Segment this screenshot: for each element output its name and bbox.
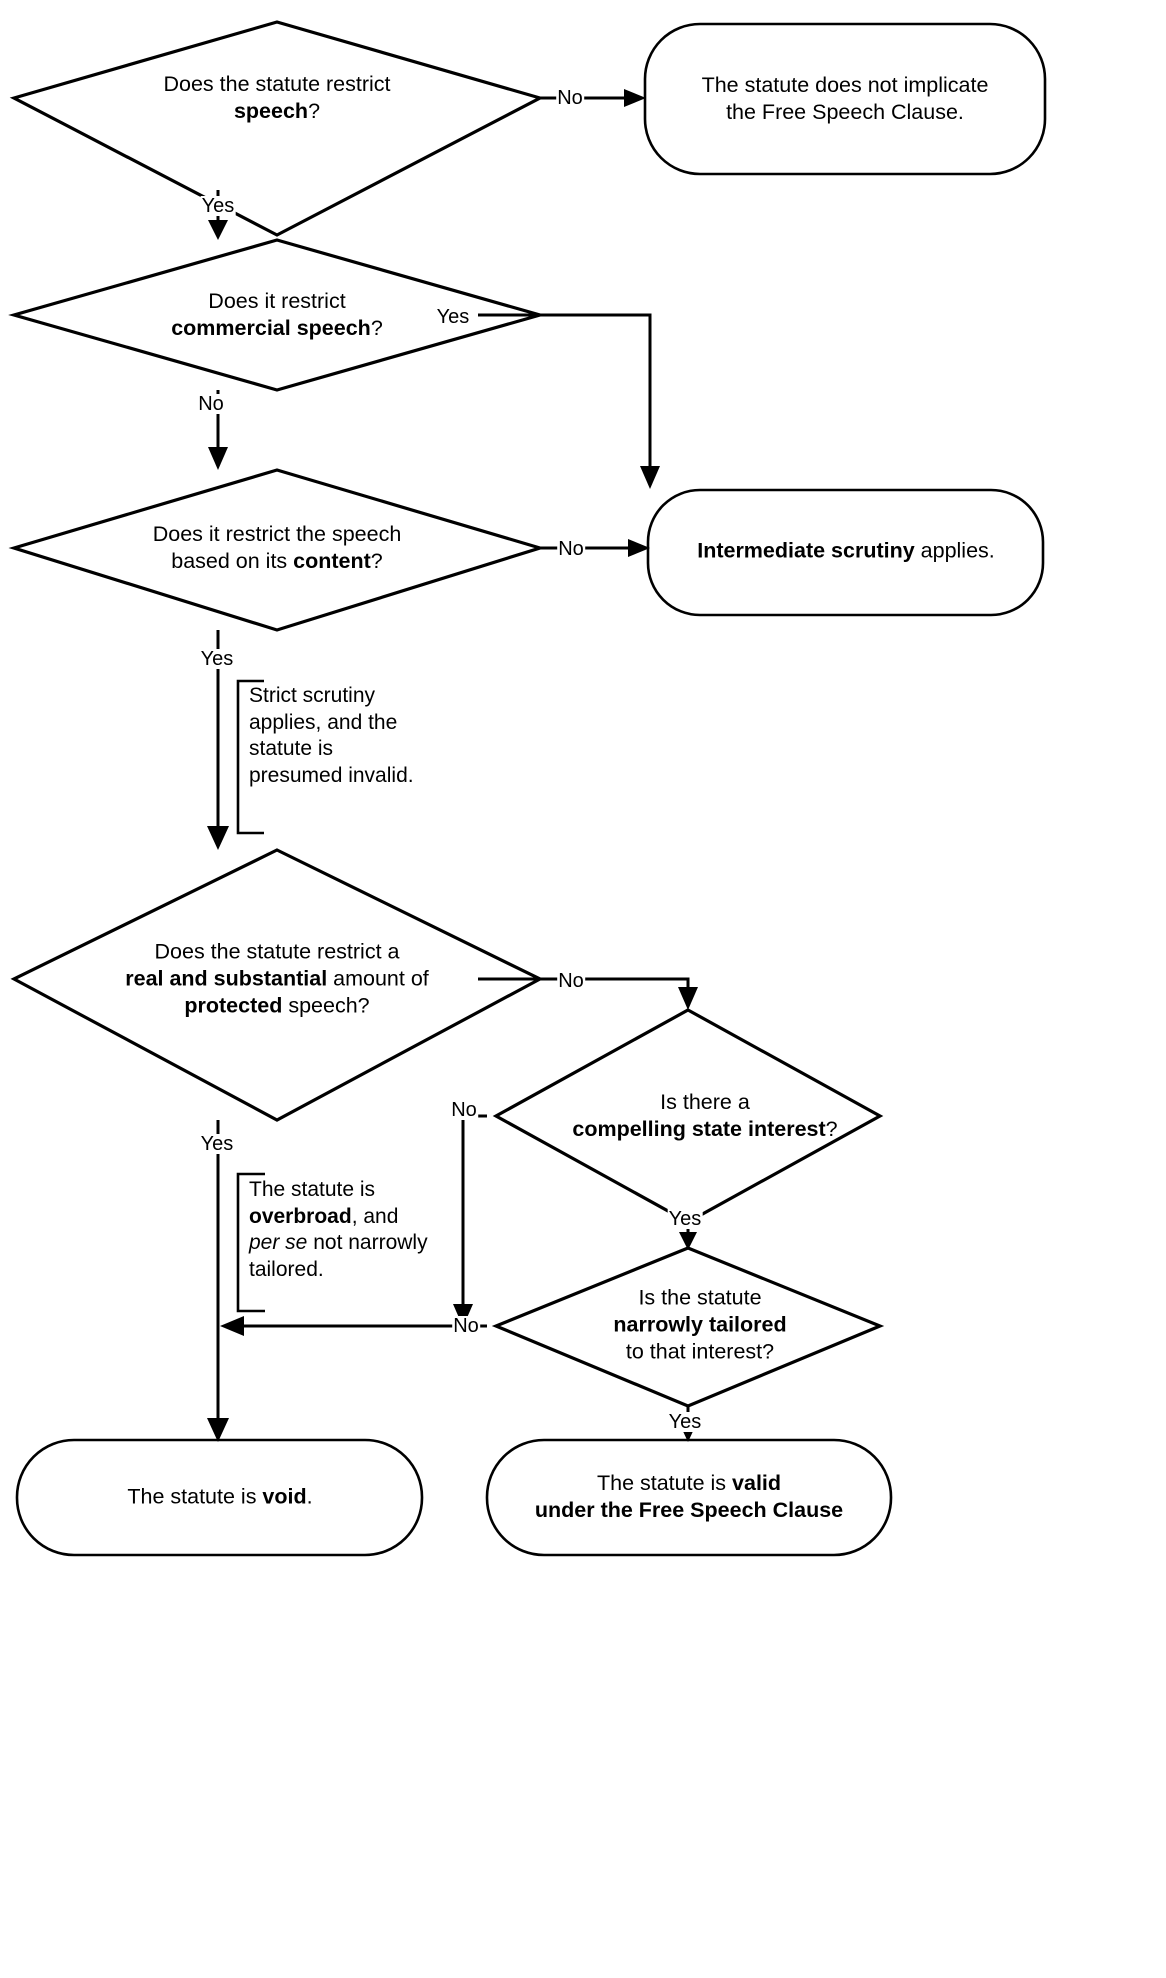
decision-label-compelling: Is there a compelling state interest? (572, 1090, 838, 1141)
content-keyword: content (293, 549, 371, 573)
edge-label-compelling-no: No (450, 1099, 478, 1121)
arrowhead-speech-no (624, 89, 646, 107)
terminal-label-intermediate: Intermediate scrutiny applies. (697, 538, 995, 563)
edge-label-speech-no: No (556, 87, 584, 109)
arrowhead-commercial-yes (640, 466, 660, 489)
terminal-shape-no-implicate (643, 22, 1047, 176)
terminal-shape-void (15, 1438, 424, 1557)
arrowhead-void (207, 1418, 229, 1442)
terminal-label-void: The statute is void. (127, 1484, 313, 1509)
intermediate-scrutiny-keyword: Intermediate scrutiny (697, 538, 915, 563)
bracket-overbroad (236, 1172, 265, 1313)
real-substantial-keyword: real and substantial (125, 966, 328, 991)
edge-label-commercial-yes: Yes (435, 306, 471, 328)
arrowhead-content-yes (207, 826, 229, 850)
edge-label-compelling-yes: Yes (667, 1208, 703, 1230)
arrowhead-compelling-yes (679, 1232, 697, 1250)
speech-keyword: speech (233, 99, 309, 123)
edge-label-overbreadth-no: No (557, 970, 585, 992)
free-speech-clause-keyword: under the Free Speech Clause (534, 1498, 844, 1522)
arrowhead-tailored-no (220, 1316, 244, 1336)
narrowly-tailored-keyword: narrowly tailored (613, 1312, 787, 1337)
edge-label-tailored-yes: Yes (667, 1411, 703, 1433)
void-keyword: void (262, 1484, 307, 1509)
valid-keyword: valid (732, 1471, 782, 1495)
decision-label-commercial: Does it restrict commercial speech? (171, 289, 383, 340)
edge-label-commercial-no: No (197, 393, 225, 415)
terminal-label-no-implicate: The statute does not implicate the Free … (701, 73, 989, 124)
decision-label-tailored: Is the statute narrowly tailored to that… (613, 1285, 787, 1364)
decision-shape-speech (9, 20, 545, 237)
decision-shape-commercial (8, 238, 546, 392)
annotation-strict-scrutiny: Strict scrutiny applies, and the statute… (249, 684, 414, 787)
decision-label-content: Does it restrict the speech based on its… (152, 522, 402, 573)
overbroad-keyword: overbroad (249, 1204, 352, 1228)
per-se-keyword: per se (249, 1231, 308, 1254)
terminal-shape-intermediate (646, 488, 1045, 617)
commercial-speech-keyword: commercial speech (171, 316, 371, 340)
arrowhead-content-no (628, 539, 650, 557)
decision-shape-content (8, 468, 546, 632)
protected-keyword: protected (184, 993, 283, 1018)
bracket-strict-scrutiny (236, 679, 264, 835)
arrowhead-compelling-no (453, 1304, 473, 1327)
edge-commercial-yes (478, 313, 652, 474)
annotation-overbroad: The statute is overbroad, and per se not… (249, 1178, 428, 1281)
arrowhead-overbreadth-no (678, 987, 698, 1010)
compelling-state-interest-keyword: compelling state interest (572, 1117, 826, 1141)
arrowhead-speech-yes (208, 220, 228, 240)
edge-label-speech-yes: Yes (200, 195, 236, 217)
edge-label-tailored-no: No (452, 1315, 480, 1337)
decision-label-overbreadth: Does the statute restrict a real and sub… (125, 939, 429, 1018)
terminal-shape-valid (485, 1438, 893, 1557)
edge-compelling-no (461, 1114, 487, 1312)
decision-shape-overbreadth (10, 848, 544, 1122)
terminal-label-valid: The statute is valid under the Free Spee… (534, 1471, 844, 1522)
edge-label-content-yes: Yes (199, 648, 235, 670)
decision-label-speech: Does the statute restrict speech? (163, 72, 391, 123)
edge-label-overbreadth-yes: Yes (199, 1133, 235, 1155)
edge-label-content-no: No (557, 538, 585, 560)
arrowhead-commercial-no (208, 447, 228, 470)
